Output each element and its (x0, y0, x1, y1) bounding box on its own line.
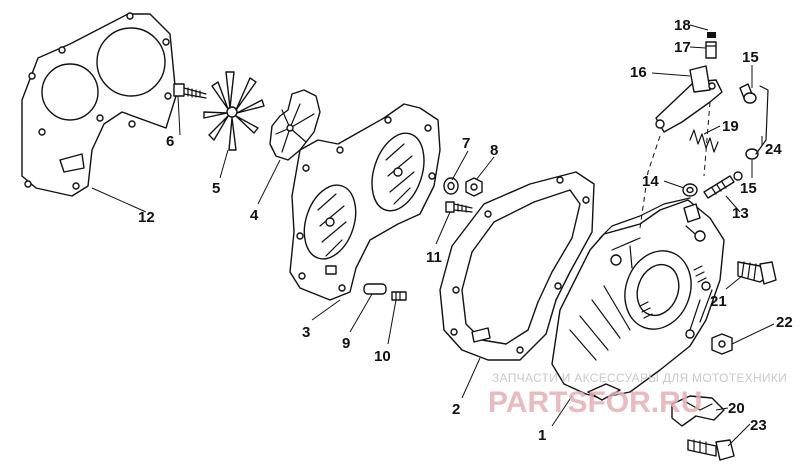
part-3-pump-plate (289, 103, 441, 301)
callout-12: 12 (138, 209, 155, 226)
part-5-reed-valve (203, 71, 265, 151)
part-13-bolt (703, 171, 743, 199)
part-1-housing (551, 197, 725, 401)
callout-18: 18 (674, 17, 691, 34)
part-22-nut (711, 333, 733, 355)
part-8-nut (465, 177, 483, 197)
part-16-throttle-arm (655, 65, 753, 133)
callout-8: 8 (490, 142, 498, 159)
part-24-link-rod (755, 85, 769, 155)
callout-9: 9 (342, 335, 350, 352)
callout-22: 22 (776, 314, 793, 331)
callout-24: 24 (765, 141, 782, 158)
callout-16: 16 (630, 64, 647, 81)
part-2-gasket (439, 171, 595, 361)
callout-5: 5 (212, 180, 220, 197)
watermark-tagline: ЗАПЧАСТИ И АКСЕССУАРЫ ДЛЯ МОТОТЕХНИКИ (492, 371, 787, 385)
callout-2: 2 (452, 401, 460, 418)
part-7-washer (443, 177, 459, 195)
callout-15-upper: 15 (742, 49, 759, 66)
part-21-bolt (737, 261, 777, 285)
part-14-bushing (682, 183, 698, 197)
part-15-nut-lower (745, 148, 759, 160)
callout-21: 21 (710, 293, 727, 310)
assembly-dashed-lines (639, 101, 711, 229)
part-17-sleeve (705, 41, 717, 59)
part-23-bolt (687, 439, 735, 461)
callout-6: 6 (166, 133, 174, 150)
callout-4: 4 (250, 207, 259, 224)
callout-11: 11 (426, 249, 442, 266)
callout-17: 17 (674, 39, 691, 56)
part-10-set-screw (391, 291, 407, 301)
watermark: ЗАПЧАСТИ И АКСЕССУАРЫ ДЛЯ МОТОТЕХНИКИ PA… (488, 371, 787, 419)
callout-1: 1 (538, 427, 546, 444)
callout-20: 20 (728, 400, 745, 417)
part-11-screw (445, 201, 473, 213)
leader-lines (91, 24, 775, 447)
callout-3: 3 (302, 324, 310, 341)
callout-13: 13 (732, 205, 749, 222)
callout-10: 10 (374, 348, 391, 365)
callout-7: 7 (462, 135, 470, 152)
part-20-clamp (671, 395, 725, 427)
part-9-pin (363, 283, 387, 295)
watermark-brand: PARTSFOR.RU (488, 386, 702, 419)
part-15-nut-upper (743, 92, 757, 104)
part-19-spring (689, 129, 719, 153)
callout-14: 14 (642, 173, 659, 190)
callout-23: 23 (750, 417, 767, 434)
part-6-screw (173, 83, 207, 99)
callout-19: 19 (722, 118, 739, 135)
callout-15-lower: 15 (740, 180, 757, 197)
part-12-gasket (21, 12, 177, 197)
part-18-cap (707, 32, 716, 38)
callout-labels: 18 17 16 15 19 24 15 14 13 21 22 20 23 6… (138, 17, 793, 444)
